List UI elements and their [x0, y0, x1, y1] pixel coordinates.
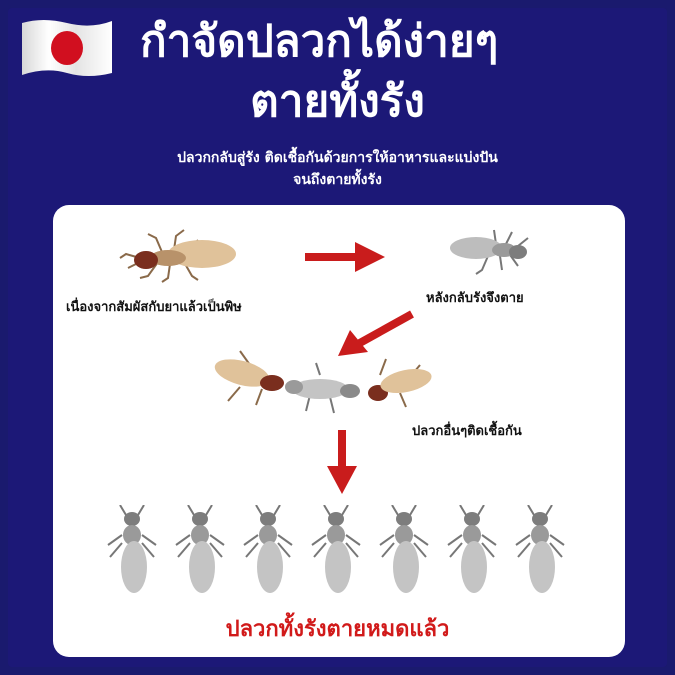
step1-caption: เนื่องจากสัมผัสกับยาแล้วเป็นพิษ	[66, 300, 242, 315]
page-title-line2: ตายทั้งรัง	[250, 76, 425, 127]
step2-caption: หลังกลับรังจึงตาย	[426, 291, 524, 306]
japan-flag-icon	[22, 20, 112, 76]
dead-termite-7-icon	[515, 505, 565, 593]
step3-caption: ปลวกอื่นๆติดเชื้อกัน	[412, 424, 522, 439]
subtitle: ปลวกกลับสู่รัง ติดเชื้อกันด้วยการให้อาหา…	[60, 147, 615, 191]
dead-termites-row	[104, 505, 574, 595]
arrow-down-icon	[327, 430, 357, 494]
result-caption: ปลวกทั้งรังตายหมดแล้ว	[225, 617, 450, 642]
arrow-down-left-icon	[338, 310, 414, 356]
arrow-right-icon	[305, 242, 385, 272]
subtitle-line1: ปลวกกลับสู่รัง ติดเชื้อกันด้วยการให้อาหา…	[177, 150, 498, 166]
dead-termite-6-icon	[447, 505, 497, 593]
dead-termite-3-icon	[243, 505, 293, 593]
termite-dead-icon	[450, 229, 529, 275]
dead-termite-1-icon	[107, 505, 157, 593]
page-title-line1: กำจัดปลวกได้ง่ายๆ	[140, 16, 499, 67]
dead-termite-2-icon	[175, 505, 225, 593]
dead-termite-4-icon	[311, 505, 361, 593]
subtitle-line2: จนถึงตายทั้งรัง	[293, 172, 382, 188]
termites-infecting-icon	[214, 350, 432, 414]
termite-poisoned-icon	[119, 229, 236, 283]
dead-termite-5-icon	[379, 505, 429, 593]
